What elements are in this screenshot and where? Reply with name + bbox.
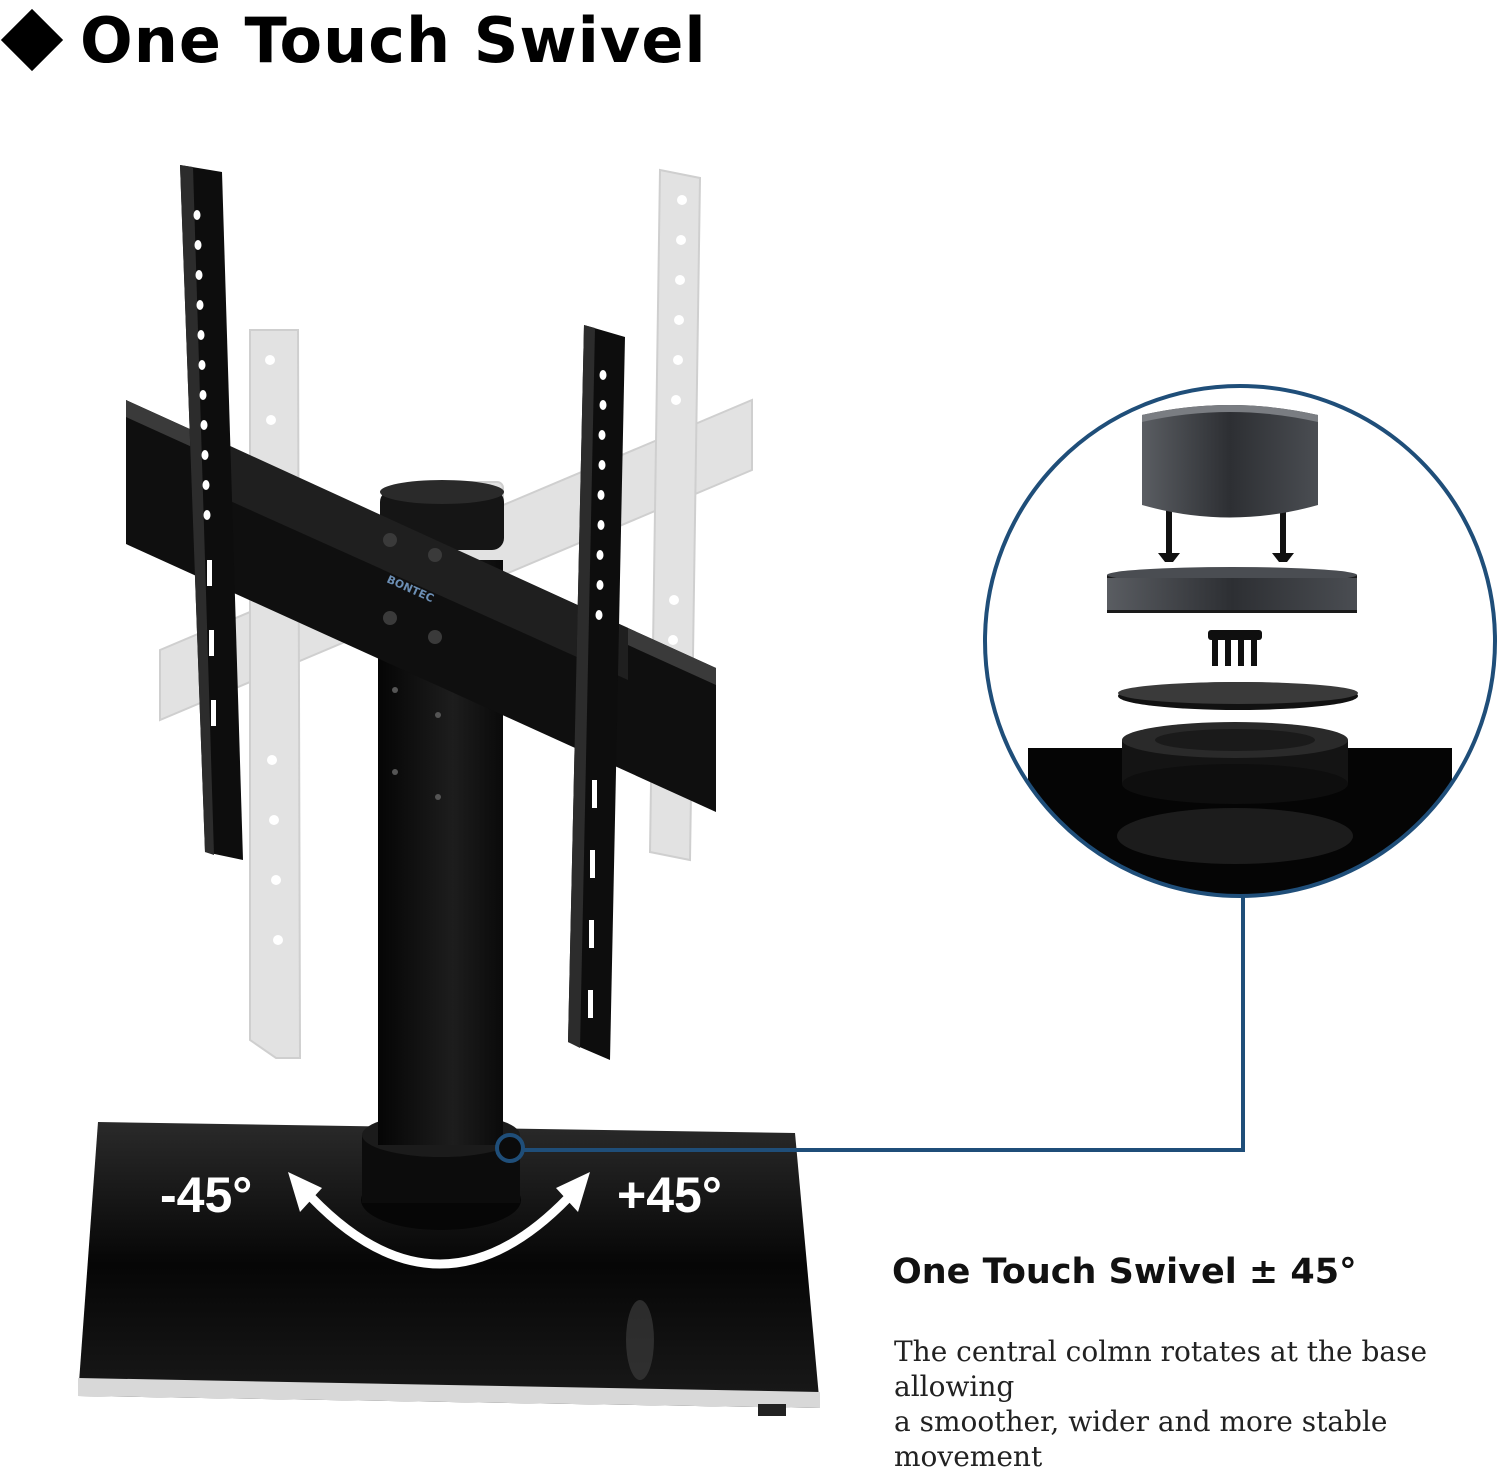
feature-title: One Touch Swivel ± 45° <box>892 1252 1357 1292</box>
swivel-right-label: +45° <box>617 1167 722 1223</box>
vertical-bracket-right <box>568 325 625 1060</box>
feature-description: The central colmn rotates at the base al… <box>894 1334 1500 1474</box>
description-line-2: a smoother, wider and more stable moveme… <box>894 1405 1388 1473</box>
page-title: One Touch Swivel <box>80 3 707 77</box>
mount-crossbar <box>126 400 716 812</box>
callout-connector <box>512 895 1245 1152</box>
description-line-1: The central colmn rotates at the base al… <box>894 1335 1428 1403</box>
product-illustration: BONTEC <box>78 165 1497 1416</box>
page-heading: One Touch Swivel <box>0 0 707 80</box>
swivel-left-label: -45° <box>160 1167 253 1223</box>
swivel-arc-icon <box>307 1193 573 1269</box>
callout-pointer-icon <box>495 1133 525 1163</box>
vertical-bracket-left <box>180 165 243 860</box>
detail-callout <box>983 384 1497 898</box>
